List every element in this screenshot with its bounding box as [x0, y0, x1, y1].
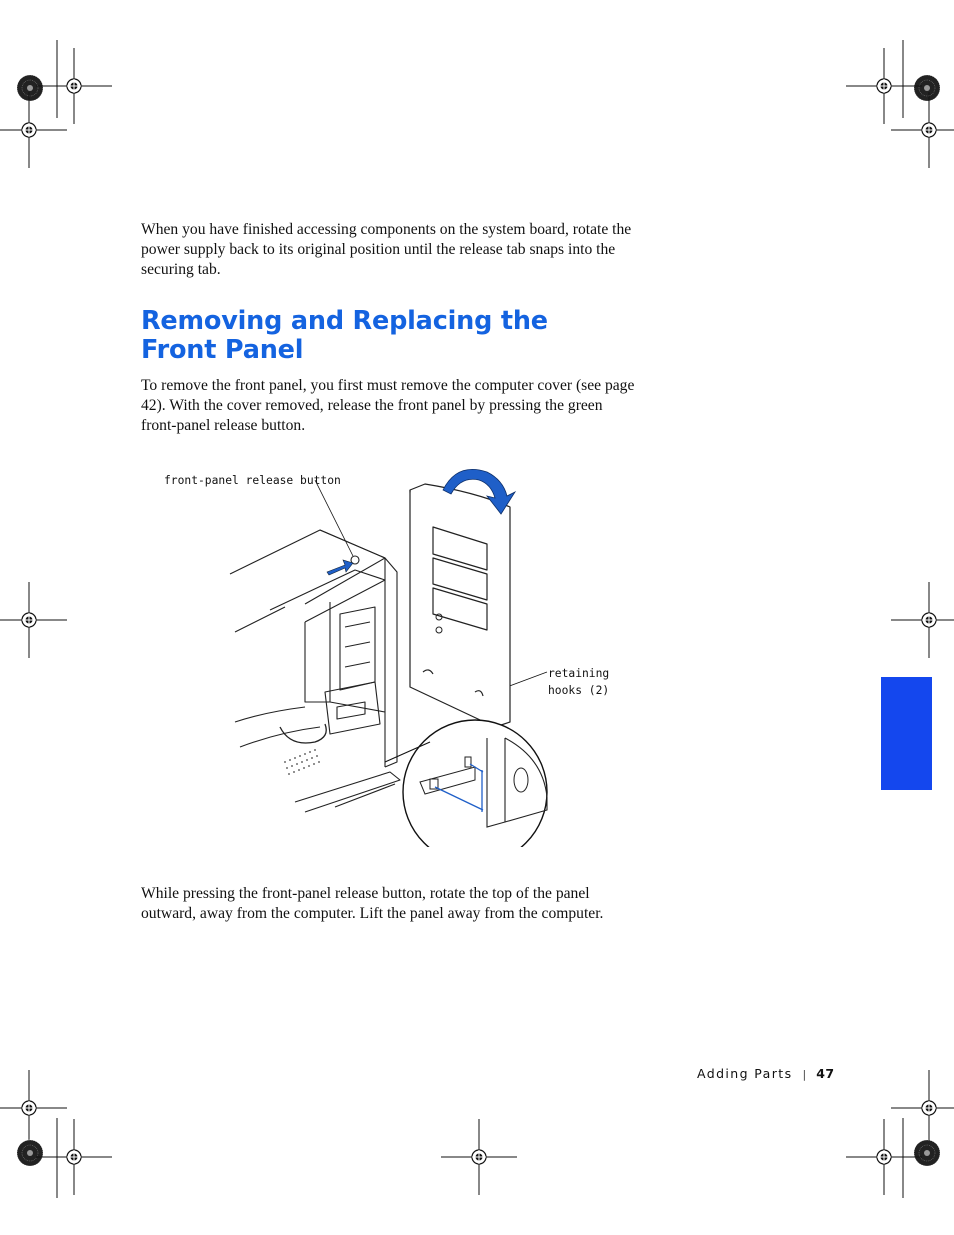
page-footer: Adding Parts | 47 [697, 1066, 835, 1081]
intro-paragraph: When you have finished accessing compone… [141, 221, 632, 279]
callout-retaining-hooks: retaining hooks (2) [548, 665, 628, 699]
callout-retaining-hooks-line2: hooks (2) [548, 684, 610, 697]
callout-release-button: front-panel release button [164, 474, 341, 487]
instructions-paragraph: To remove the front panel, you first mus… [141, 377, 635, 435]
footer-separator: | [802, 1068, 807, 1081]
callout-retaining-hooks-line1: retaining [548, 667, 610, 680]
front-panel-illustration [229, 468, 548, 847]
followup-paragraph: While pressing the front-panel release b… [141, 885, 604, 923]
footer-section-title: Adding Parts [697, 1066, 793, 1081]
chapter-thumb-tab [881, 677, 932, 790]
page-number: 47 [816, 1066, 835, 1081]
section-heading: Removing and Replacing the Front Panel [141, 306, 548, 365]
